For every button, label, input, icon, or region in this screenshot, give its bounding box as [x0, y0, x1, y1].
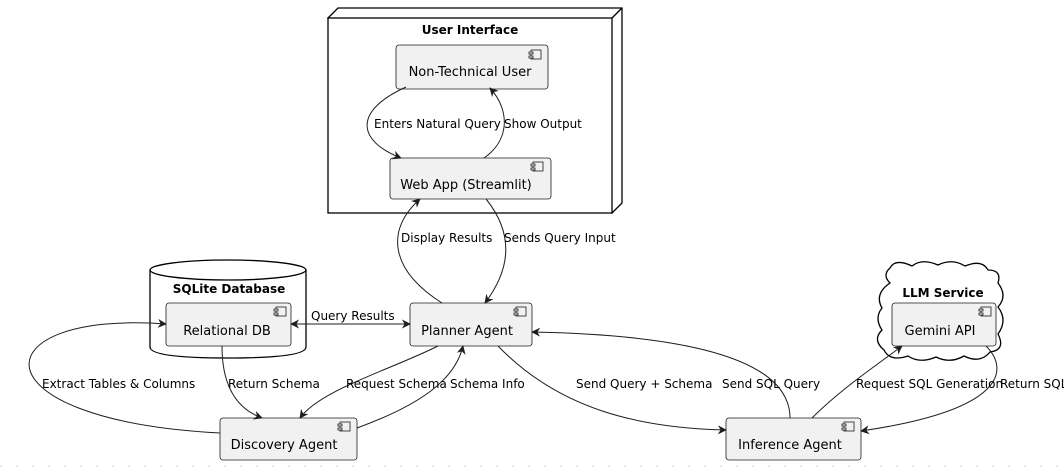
- edge-request-schema: [299, 345, 439, 419]
- label-display-results: Display Results: [401, 231, 492, 245]
- gemini-api-component: Gemini API: [891, 302, 997, 347]
- edge-send-query-schema: [497, 345, 727, 435]
- label-extract-tables-columns: Extract Tables & Columns: [42, 377, 195, 391]
- edge-show-output: [483, 87, 505, 159]
- inference-agent-component: Inference Agent: [725, 417, 862, 461]
- component-icon: [530, 161, 544, 172]
- edge-sends-query-input: [484, 198, 507, 304]
- edge-enters-natural-query: [366, 86, 407, 160]
- gemini-api-label: Gemini API: [905, 324, 976, 339]
- discovery-agent-component: Discovery Agent: [219, 417, 358, 461]
- component-icon: [528, 49, 542, 60]
- label-sends-query-input: Sends Query Input: [504, 231, 616, 245]
- planner-agent-component: Planner Agent: [409, 302, 533, 347]
- component-icon: [978, 306, 992, 317]
- edge-extract-tables-columns: [28, 318, 221, 434]
- label-send-query-schema: Send Query + Schema: [576, 377, 712, 391]
- non-technical-user-label: Non-Technical User: [409, 65, 533, 80]
- component-icon: [841, 421, 855, 432]
- relational-db-component: Relational DB: [165, 302, 292, 347]
- llm-service-title: LLM Service: [902, 286, 983, 300]
- discovery-agent-label: Discovery Agent: [231, 438, 338, 453]
- label-enters-natural-query: Enters Natural Query: [374, 117, 501, 131]
- edge-display-results: [397, 198, 443, 304]
- component-icon: [513, 306, 527, 317]
- web-app-label: Web App (Streamlit): [400, 178, 532, 193]
- inference-agent-label: Inference Agent: [738, 438, 842, 453]
- label-return-sql: Return SQL: [1000, 377, 1064, 391]
- sqlite-database-title: SQLite Database: [173, 282, 286, 296]
- label-return-schema: Return Schema: [228, 377, 320, 391]
- planner-agent-label: Planner Agent: [421, 324, 513, 339]
- non-technical-user-component: Non-Technical User: [395, 44, 549, 90]
- component-icon: [273, 306, 287, 317]
- edge-send-sql-query: [531, 327, 791, 419]
- edge-schema-info: [356, 345, 466, 429]
- relational-db-label: Relational DB: [183, 324, 271, 339]
- edge-request-sql-generation: [811, 345, 903, 419]
- label-request-schema: Request Schema: [346, 377, 447, 391]
- label-show-output: Show Output: [504, 117, 582, 131]
- edge-return-sql: [860, 345, 998, 435]
- label-send-sql-query: Send SQL Query: [722, 377, 820, 391]
- label-schema-info: Schema Info: [450, 377, 525, 391]
- web-app-component: Web App (Streamlit): [389, 157, 552, 200]
- component-icon: [337, 421, 351, 432]
- label-query-results: Query Results: [311, 309, 395, 323]
- label-request-sql-generation: Request SQL Generation: [856, 377, 1003, 391]
- edge-return-schema: [221, 345, 263, 420]
- user-interface-title: User Interface: [422, 23, 519, 37]
